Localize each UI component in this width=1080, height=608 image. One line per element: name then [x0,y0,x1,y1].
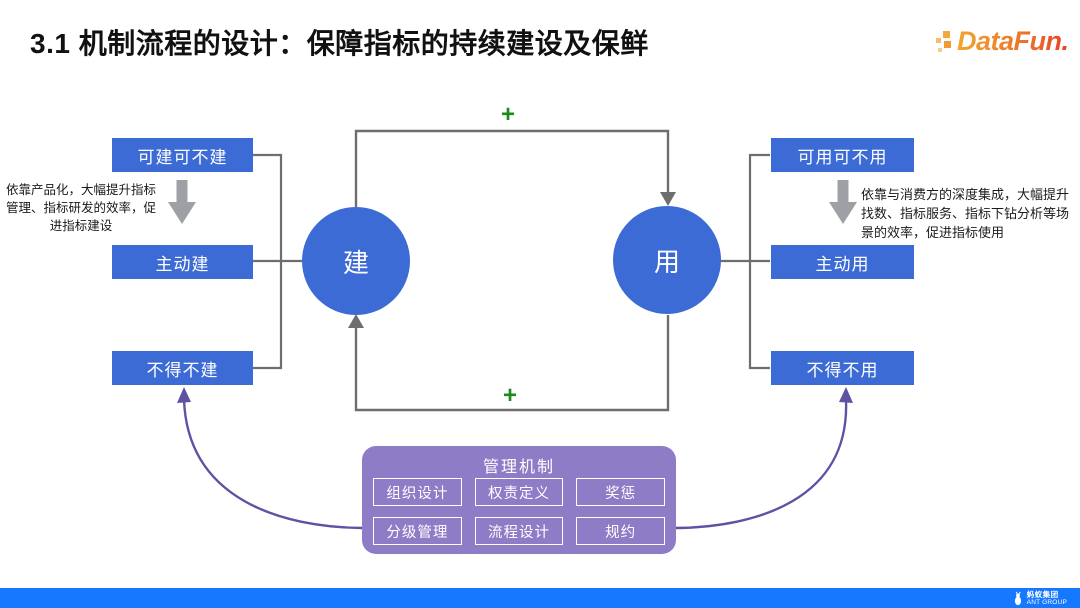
plus-bottom-label: + [503,382,518,409]
plus-top-label: + [501,101,516,128]
management-item-reward-punishment: 奖惩 [576,478,665,506]
circle-use: 用 [613,206,721,314]
management-item-org-design: 组织设计 [373,478,462,506]
left-annotation: 依靠产品化，大幅提升指标管理、指标研发的效率，促进指标建设 [5,183,156,233]
arrowhead-into-use-icon [660,192,676,206]
box-may-use: 可用可不用 [771,138,914,172]
management-item-rights-definition: 权责定义 [474,478,564,506]
management-item-process-design: 流程设计 [474,517,564,545]
box-may-build: 可建可不建 [112,138,253,172]
box-active-build: 主动建 [112,245,253,279]
datafun-pixels-icon [933,29,955,55]
ant-group-logo-icon [1014,591,1021,605]
circle-build: 建 [302,207,410,315]
box-must-use: 不得不用 [771,351,914,385]
ant-group-text: 蚂蚁集团 ANT GROUP [1026,589,1067,606]
purple-arrow-right [675,399,848,530]
management-grid: 组织设计 权责定义 奖惩 分级管理 流程设计 规约 [373,478,665,545]
purple-arrow-left [182,399,363,530]
management-panel: 管理机制 组织设计 权责定义 奖惩 分级管理 流程设计 规约 [362,446,676,554]
footer-bar: 蚂蚁集团 ANT GROUP [0,588,1080,608]
management-item-tier-management: 分级管理 [373,517,462,545]
right-annotation: 依靠与消费方的深度集成，大幅提升找数、指标服务、指标下钻分析等场景的效率，促进指… [861,187,1070,240]
datafun-logo: DataFun. [933,26,1069,57]
ant-group-en: ANT GROUP [1026,598,1067,606]
datafun-logo-text: DataFun. [957,26,1069,56]
arrowhead-into-build-icon [348,314,364,328]
page-title: 3.1 机制流程的设计：保障指标的持续建设及保鲜 [30,28,649,59]
box-active-use: 主动用 [771,245,914,279]
ant-group-brand: 蚂蚁集团 ANT GROUP [1012,590,1067,606]
management-panel-title: 管理机制 [482,459,555,476]
management-item-conventions: 规约 [576,517,665,545]
box-must-build: 不得不建 [112,351,253,385]
ant-group-cn: 蚂蚁集团 [1026,589,1059,599]
